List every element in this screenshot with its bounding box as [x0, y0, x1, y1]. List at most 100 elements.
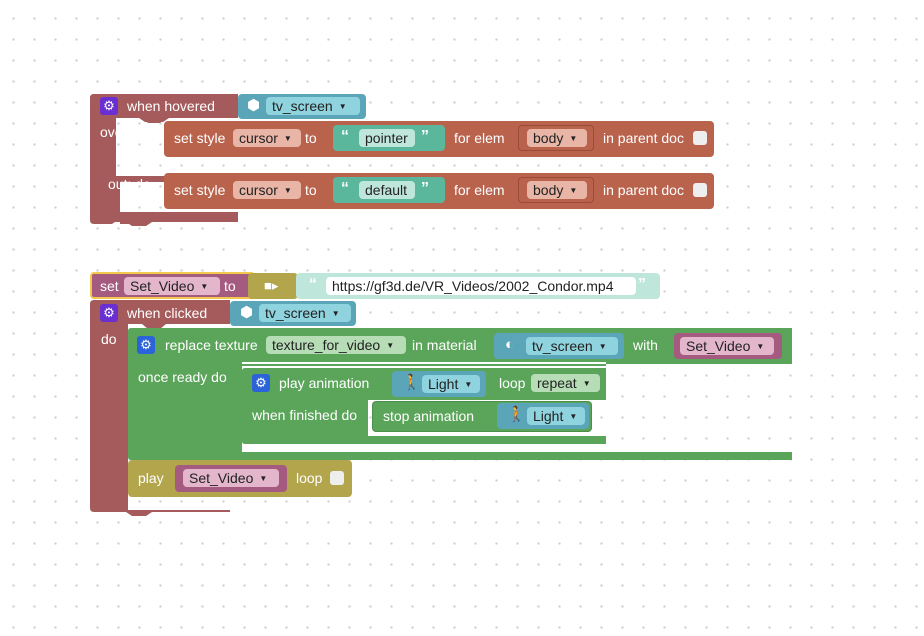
loop-label: loop	[499, 375, 526, 391]
play-loop-label: loop	[296, 470, 323, 486]
video-block[interactable]	[248, 273, 298, 299]
set-style-label: set style	[174, 130, 226, 146]
stop-object-dropdown[interactable]: Light ▼	[527, 407, 585, 425]
close-quote-icon: ”	[421, 180, 429, 197]
gear-icon[interactable]: ⚙	[137, 336, 155, 354]
text-value: pointer	[365, 130, 408, 146]
texture-value: texture_for_video	[272, 337, 381, 353]
play-variable-value: Set_Video	[189, 470, 254, 486]
in-parent-doc-checkbox[interactable]	[693, 183, 707, 197]
in-parent-doc-checkbox[interactable]	[693, 131, 707, 145]
text-value-field[interactable]: pointer	[359, 129, 415, 147]
chevron-down-icon: ▼	[756, 342, 765, 351]
elem-dropdown[interactable]: body ▼	[527, 181, 587, 199]
out-do-label: out: do	[108, 176, 151, 192]
in-material-label: in material	[412, 337, 477, 353]
close-quote-icon: ”	[421, 128, 429, 145]
play-label: play	[138, 470, 164, 486]
in-parent-doc-label: in parent doc	[603, 130, 684, 146]
chevron-down-icon: ▼	[386, 341, 395, 350]
url-field[interactable]: https://gf3d.de/VR_Videos/2002_Condor.mp…	[326, 277, 636, 295]
over-do-label: over: do	[100, 124, 151, 140]
chevron-down-icon: ▼	[338, 102, 347, 111]
to-label: to	[305, 182, 317, 198]
replace-texture-label: replace texture	[165, 337, 258, 353]
set-to-label: to	[224, 278, 236, 294]
play-animation-label: play animation	[279, 375, 370, 391]
in-parent-doc-label: in parent doc	[603, 182, 684, 198]
cube-icon: ⬢	[247, 97, 261, 114]
walking-person-icon: 🚶	[402, 374, 421, 391]
chevron-down-icon: ▼	[598, 342, 607, 351]
open-quote-icon: “	[341, 180, 349, 197]
gear-icon[interactable]: ⚙	[100, 97, 118, 115]
elem-dropdown[interactable]: body ▼	[527, 129, 587, 147]
hover-event-block[interactable]: ⚙ when hovered over: do out: do	[90, 94, 240, 226]
click-event-label: when clicked	[127, 305, 208, 321]
hover-object-dropdown[interactable]: tv_screen ▼	[266, 97, 360, 115]
anim-object-value: Light	[428, 376, 459, 392]
url-value: https://gf3d.de/VR_Videos/2002_Condor.mp…	[332, 278, 614, 294]
for-elem-label: for elem	[454, 130, 505, 146]
set-variable-dropdown[interactable]: Set_Video ▼	[124, 277, 220, 295]
material-dropdown[interactable]: tv_screen ▼	[526, 337, 618, 355]
chevron-down-icon: ▼	[200, 282, 209, 291]
chevron-down-icon: ▼	[331, 309, 340, 318]
with-label: with	[633, 337, 658, 353]
chevron-down-icon: ▼	[569, 186, 578, 195]
do-label: do	[101, 331, 117, 347]
video-variable-value: Set_Video	[686, 338, 751, 354]
loop-mode-value: repeat	[537, 375, 577, 391]
once-ready-label: once ready do	[138, 369, 227, 385]
click-event-shape	[90, 300, 230, 516]
loop-mode-dropdown[interactable]: repeat ▼	[531, 374, 600, 392]
cube-icon: ⬢	[240, 304, 254, 321]
texture-dropdown[interactable]: texture_for_video ▼	[266, 336, 406, 354]
hover-event-label: when hovered	[127, 98, 215, 114]
replace-texture-block[interactable]: ⚙ replace texture texture_for_video ▼ in …	[128, 328, 793, 460]
when-finished-label: when finished do	[252, 407, 358, 423]
style-property-value: cursor	[239, 130, 278, 146]
set-label: set	[100, 278, 119, 294]
open-quote-icon: “	[309, 276, 317, 293]
hover-object-value: tv_screen	[272, 98, 333, 114]
close-quote-icon: ”	[638, 276, 646, 293]
play-animation-block[interactable]: ⚙ play animation 🚶 Light ▼ loop repeat ▼ w…	[242, 368, 607, 444]
for-elem-label: for elem	[454, 182, 505, 198]
play-variable-dropdown[interactable]: Set_Video ▼	[183, 469, 279, 487]
video-variable-dropdown[interactable]: Set_Video ▼	[680, 337, 774, 355]
chevron-down-icon: ▼	[569, 134, 578, 143]
set-variable-value: Set_Video	[130, 278, 195, 294]
play-loop-checkbox[interactable]	[330, 471, 344, 485]
material-value: tv_screen	[532, 338, 593, 354]
chevron-down-icon: ▼	[259, 474, 268, 483]
click-object-value: tv_screen	[265, 305, 326, 321]
click-object-dropdown[interactable]: tv_screen ▼	[259, 304, 351, 322]
replace-texture-shape	[128, 328, 792, 460]
to-label: to	[305, 130, 317, 146]
chevron-down-icon: ▼	[464, 380, 473, 389]
elem-value: body	[533, 182, 564, 198]
anim-object-dropdown[interactable]: Light ▼	[422, 375, 480, 393]
chevron-down-icon: ▼	[283, 186, 292, 195]
stop-object-value: Light	[533, 408, 564, 424]
walking-person-icon: 🚶	[507, 406, 526, 423]
text-value-field[interactable]: default	[359, 181, 415, 199]
chevron-down-icon: ▼	[569, 412, 578, 421]
chevron-down-icon: ▼	[283, 134, 292, 143]
chevron-down-icon: ▼	[582, 379, 591, 388]
stop-animation-label: stop animation	[383, 408, 475, 424]
gear-icon[interactable]: ⚙	[100, 304, 118, 322]
style-property-value: cursor	[239, 182, 278, 198]
elem-value: body	[533, 130, 564, 146]
click-event-block[interactable]: ⚙ when clicked do	[90, 300, 240, 518]
material-sphere-icon: ◐	[505, 336, 515, 353]
set-style-label: set style	[174, 182, 226, 198]
text-value: default	[365, 182, 408, 198]
play-animation-shape	[242, 368, 606, 444]
open-quote-icon: “	[341, 128, 349, 145]
style-property-dropdown[interactable]: cursor ▼	[233, 181, 301, 199]
video-camera-icon: ■▸	[264, 278, 279, 293]
gear-icon[interactable]: ⚙	[252, 374, 270, 392]
style-property-dropdown[interactable]: cursor ▼	[233, 129, 301, 147]
